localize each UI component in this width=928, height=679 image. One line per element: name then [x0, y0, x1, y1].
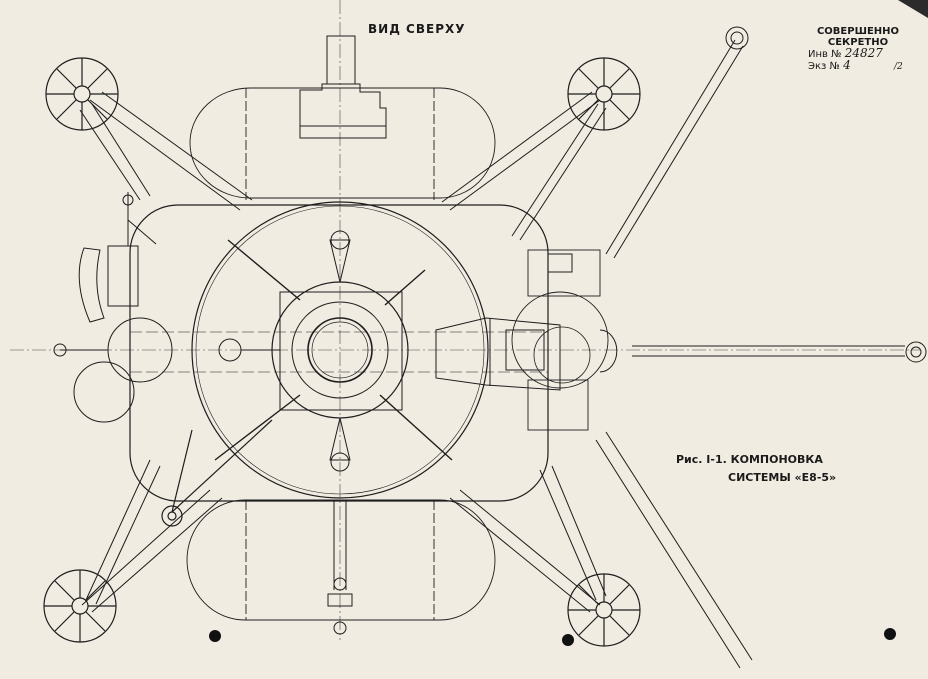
stamp-line-1: СОВЕРШЕННО [816, 26, 900, 37]
caption-line-2: СИСТЕМЫ «Е8-5» [728, 471, 837, 484]
tanks-bottom [186, 499, 496, 621]
vernier-nozzles [218, 230, 351, 472]
descent-stage-ring [191, 201, 489, 499]
view-title: ВИД СВЕРХУ [368, 22, 466, 36]
left-antenna-assembly [53, 192, 173, 423]
ink-blots [209, 628, 896, 646]
copy-label: Экз № [808, 61, 840, 72]
lower-left-strut [161, 419, 273, 527]
footpad-bottom-right [567, 573, 641, 647]
figure-caption: Рис. I-1. КОМПОНОВКА СИСТЕМЫ «Е8-5» [676, 451, 836, 487]
footpad-top-right [567, 57, 641, 131]
landing-footpads [43, 57, 641, 647]
central-frame [279, 291, 403, 411]
long-booms [595, 26, 927, 669]
caption-line-1: Рис. I-1. КОМПОНОВКА [676, 453, 823, 466]
inventory-number: 24827 [844, 46, 883, 60]
stamp-line-2: СЕКРЕТНО [827, 37, 889, 48]
landing-legs [79, 91, 607, 613]
top-antenna-mast [299, 35, 387, 139]
right-instrument-housing [435, 249, 618, 431]
footpad-bottom-left [43, 569, 117, 643]
copy-number: 4 [843, 58, 851, 72]
copy-sub: /2 [893, 62, 903, 72]
stamp-inventory: Инв № 24827 [808, 46, 908, 60]
main-body [129, 204, 549, 502]
torn-corner [898, 0, 928, 18]
tanks-top [189, 87, 496, 200]
stamp-copy: Экз № 4 /2 [808, 58, 908, 73]
bottom-drill-mast [327, 500, 353, 635]
footpad-top-left [45, 57, 119, 131]
secrecy-stamp: СОВЕРШЕННО СЕКРЕТНО Инв № 24827 Экз № 4 … [808, 26, 908, 73]
center-lines [10, 0, 920, 640]
radial-struts [214, 239, 453, 461]
inventory-label: Инв № [808, 49, 842, 60]
